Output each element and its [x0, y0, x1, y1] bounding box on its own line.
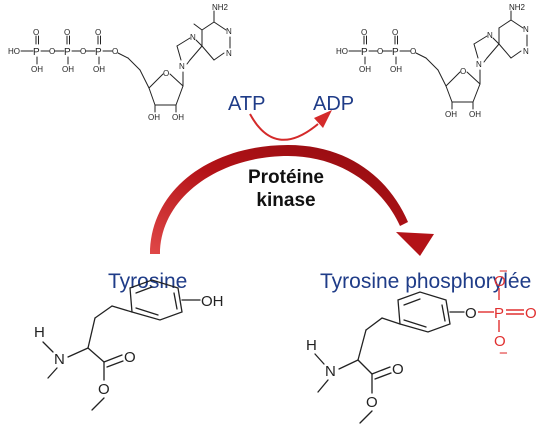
adp-o1: O	[361, 28, 367, 37]
atp-o1: O	[33, 28, 39, 37]
enzyme-label-line2: kinase	[256, 190, 315, 211]
atp-ring-n3: N	[226, 27, 232, 36]
adp-o2: O	[377, 47, 383, 56]
adp-ribose-oh2: OH	[469, 110, 481, 119]
enzyme-label-line1: Protéine	[248, 167, 324, 188]
atp-oh1: OH	[31, 65, 43, 74]
main-arrowhead	[396, 232, 434, 256]
atp-ring-n1: N	[179, 62, 185, 71]
atp-o2: O	[49, 47, 55, 56]
adp-p1: P	[361, 47, 368, 58]
atp-oh3: OH	[93, 65, 105, 74]
adp-ribose-o: O	[460, 67, 466, 76]
ptyr-carbonyl-o: O	[392, 361, 404, 378]
atp-amine: NH2	[212, 3, 229, 12]
atp-p3: P	[95, 47, 102, 58]
atp-molecule: HO P O OH O P O OH O P O OH O O	[8, 3, 232, 122]
adp-ho: HO	[336, 47, 348, 56]
ptyr-ester-o: O	[366, 394, 378, 411]
atp-label: ATP	[228, 93, 265, 115]
adp-ribose-oh1: OH	[445, 110, 457, 119]
atp-o6: O	[112, 47, 118, 56]
adp-ring-n4: N	[523, 47, 529, 56]
atp-ribose-oh2: OH	[172, 113, 184, 122]
tyr-h: H	[34, 324, 45, 341]
main-reaction-arrow	[150, 145, 408, 254]
atp-o4: O	[80, 47, 86, 56]
atp-ho: HO	[8, 47, 20, 56]
cofactor-arrow	[249, 113, 319, 141]
ptyr-o-bottom: O	[494, 333, 506, 350]
adp-oh1: OH	[359, 65, 371, 74]
ptyr-h: H	[306, 337, 317, 354]
atp-ring-n4: N	[226, 49, 232, 58]
ptyr-charge-top: −	[499, 263, 508, 280]
adp-p2: P	[392, 47, 399, 58]
atp-ring-n2: N	[190, 33, 196, 42]
ptyr-n: N	[325, 363, 336, 380]
atp-p1: P	[33, 47, 40, 58]
atp-oh2: OH	[62, 65, 74, 74]
ptyr-bridge-o: O	[465, 305, 477, 322]
tyr-carbonyl-o: O	[124, 349, 136, 366]
adp-amine: NH2	[509, 3, 526, 12]
tyr-hydroxyl: OH	[201, 293, 224, 310]
atp-p2: P	[64, 47, 71, 58]
ptyr-o-right: O	[525, 305, 537, 322]
ptyr-phosphorus: P	[494, 305, 504, 322]
atp-o5: O	[95, 28, 101, 37]
tyr-ester-o: O	[98, 381, 110, 398]
ptyr-o-top: O	[494, 273, 506, 290]
tyrosine-structure: H N O O OH	[34, 279, 224, 411]
adp-ring-n3: N	[523, 25, 529, 34]
phospho-tyrosine-label: Tyrosine phosphorylée	[320, 270, 531, 293]
adp-ring-n1: N	[476, 60, 482, 69]
adp-o4: O	[410, 47, 416, 56]
atp-ribose-o: O	[163, 69, 169, 78]
adp-label: ADP	[313, 93, 354, 115]
adp-oh2: OH	[390, 65, 402, 74]
atp-o3: O	[64, 28, 70, 37]
adp-molecule: HO P O OH O P O OH O O OH OH N N	[336, 3, 529, 119]
atp-ribose-oh1: OH	[148, 113, 160, 122]
cofactor-arrowhead	[314, 110, 332, 128]
adp-ring-n2: N	[487, 31, 493, 40]
adp-o3: O	[392, 28, 398, 37]
phospho-tyrosine-structure: H N O O O P O − O O −	[306, 263, 537, 424]
tyr-n: N	[54, 351, 65, 368]
ptyr-charge-bottom: −	[499, 345, 508, 362]
